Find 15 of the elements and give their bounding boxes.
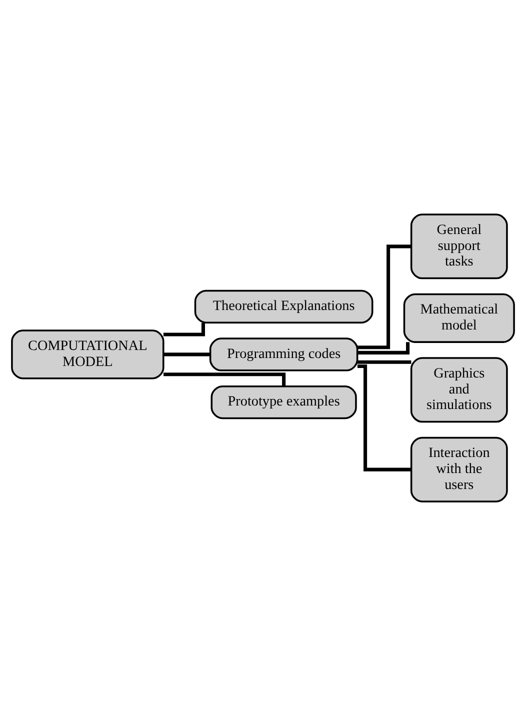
connector	[357, 364, 412, 471]
node-box: Mathematical model	[403, 292, 515, 342]
node-box: Prototype examples	[210, 384, 357, 419]
connector	[357, 342, 410, 354]
connector	[164, 372, 286, 386]
connector	[164, 352, 210, 356]
node-box: Programming codes	[209, 337, 358, 371]
connector	[163, 322, 205, 336]
node-box: COMPUTATIONAL MODEL	[11, 329, 164, 379]
node-box: General support tasks	[410, 213, 508, 279]
node-box: Interaction with the users	[410, 436, 508, 502]
connector	[358, 244, 412, 349]
node-box: Graphics and simulations	[410, 356, 508, 422]
connector	[357, 360, 412, 364]
node-box: Theoretical Explanations	[194, 289, 374, 323]
